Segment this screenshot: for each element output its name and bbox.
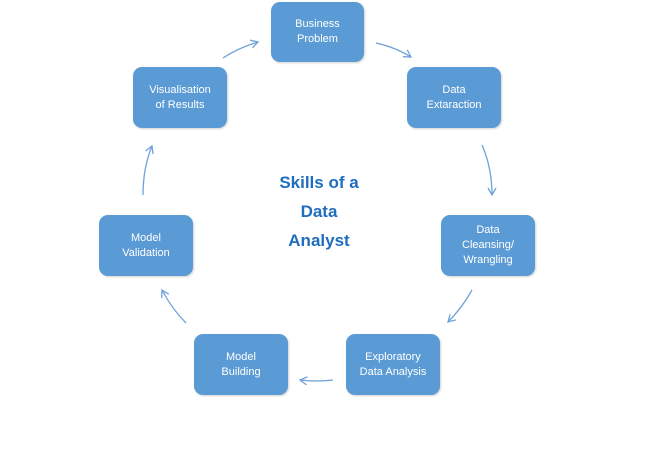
node-line: Validation — [122, 246, 170, 259]
arrow-eda-to-building — [298, 376, 334, 386]
arrow-validation-to-visual — [142, 144, 154, 196]
node-line: Data — [476, 224, 500, 236]
node-data-cleansing: Data Cleansing/ Wrangling — [441, 215, 535, 276]
arrow-visual-to-business — [222, 39, 260, 59]
node-line: Problem — [297, 33, 338, 45]
node-line: Building — [221, 365, 261, 378]
node-line: Visualisation — [149, 83, 211, 96]
center-title: Skills of a Data Analyst — [250, 168, 388, 255]
node-model-validation: Model Validation — [99, 215, 193, 276]
arrow-building-to-validation — [161, 288, 187, 324]
node-line: Extaraction — [426, 98, 482, 111]
node-line: Cleansing/ — [462, 239, 514, 251]
node-model-building: Model Building — [194, 334, 288, 395]
center-title-line: Analyst — [288, 231, 350, 250]
node-business-problem: Business Problem — [271, 2, 364, 62]
arrow-business-to-extraction — [375, 42, 413, 58]
node-line: Wrangling — [463, 254, 513, 266]
node-line: Exploratory — [365, 350, 421, 363]
node-data-extraction: Data Extaraction — [407, 67, 501, 128]
node-exploratory-data-analysis: Exploratory Data Analysis — [346, 334, 440, 395]
node-line: Business — [295, 18, 340, 30]
node-line: Model — [226, 350, 256, 363]
node-line: Model — [131, 231, 161, 244]
center-title-line: Data — [300, 202, 338, 221]
node-line: of Results — [155, 98, 205, 111]
node-line: Data Analysis — [359, 365, 427, 378]
node-visualisation-of-results: Visualisation of Results — [133, 67, 227, 128]
arrow-extraction-to-cleansing — [481, 144, 497, 197]
node-line: Data — [442, 83, 466, 96]
center-title-line: Skills of a — [279, 173, 359, 192]
arrow-cleansing-to-eda — [447, 289, 473, 323]
